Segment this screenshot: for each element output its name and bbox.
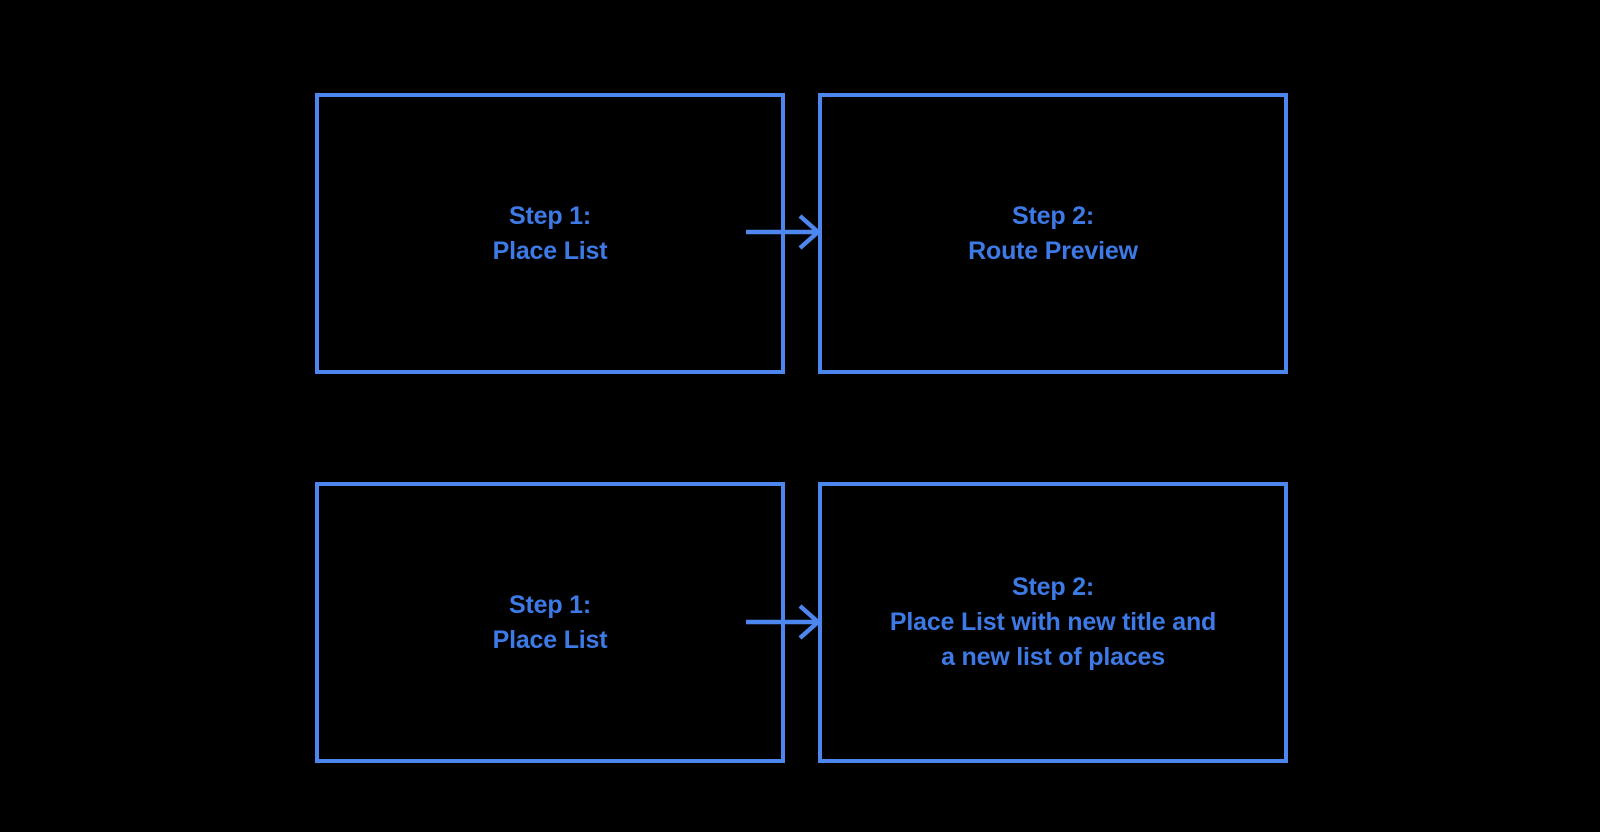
node-label-line: Step 1: bbox=[509, 590, 591, 619]
node-step1-place-list-row2: Step 1: Place List bbox=[315, 482, 785, 763]
node-label-line: Place List with new title and bbox=[889, 608, 1217, 636]
node-label: Step 2: Route Preview bbox=[968, 199, 1138, 269]
node-label-line: Place List bbox=[492, 625, 608, 654]
node-label-line: Place List bbox=[492, 236, 608, 265]
node-label-line: Step 2: bbox=[1012, 201, 1094, 230]
node-label-line: Route Preview bbox=[968, 236, 1138, 265]
node-label: Step 2: Place List with new title and a … bbox=[890, 570, 1216, 675]
node-label: Step 1: Place List bbox=[493, 588, 608, 658]
node-label-line: Step 2: bbox=[1012, 573, 1094, 601]
node-step2-place-list-new-title: Step 2: Place List with new title and a … bbox=[818, 482, 1288, 763]
node-step1-place-list-row1: Step 1: Place List bbox=[315, 93, 785, 374]
node-label-line: a new list of places bbox=[941, 643, 1165, 671]
node-label-line: Step 1: bbox=[509, 201, 591, 230]
node-step2-route-preview: Step 2: Route Preview bbox=[818, 93, 1288, 374]
node-label: Step 1: Place List bbox=[493, 199, 608, 269]
